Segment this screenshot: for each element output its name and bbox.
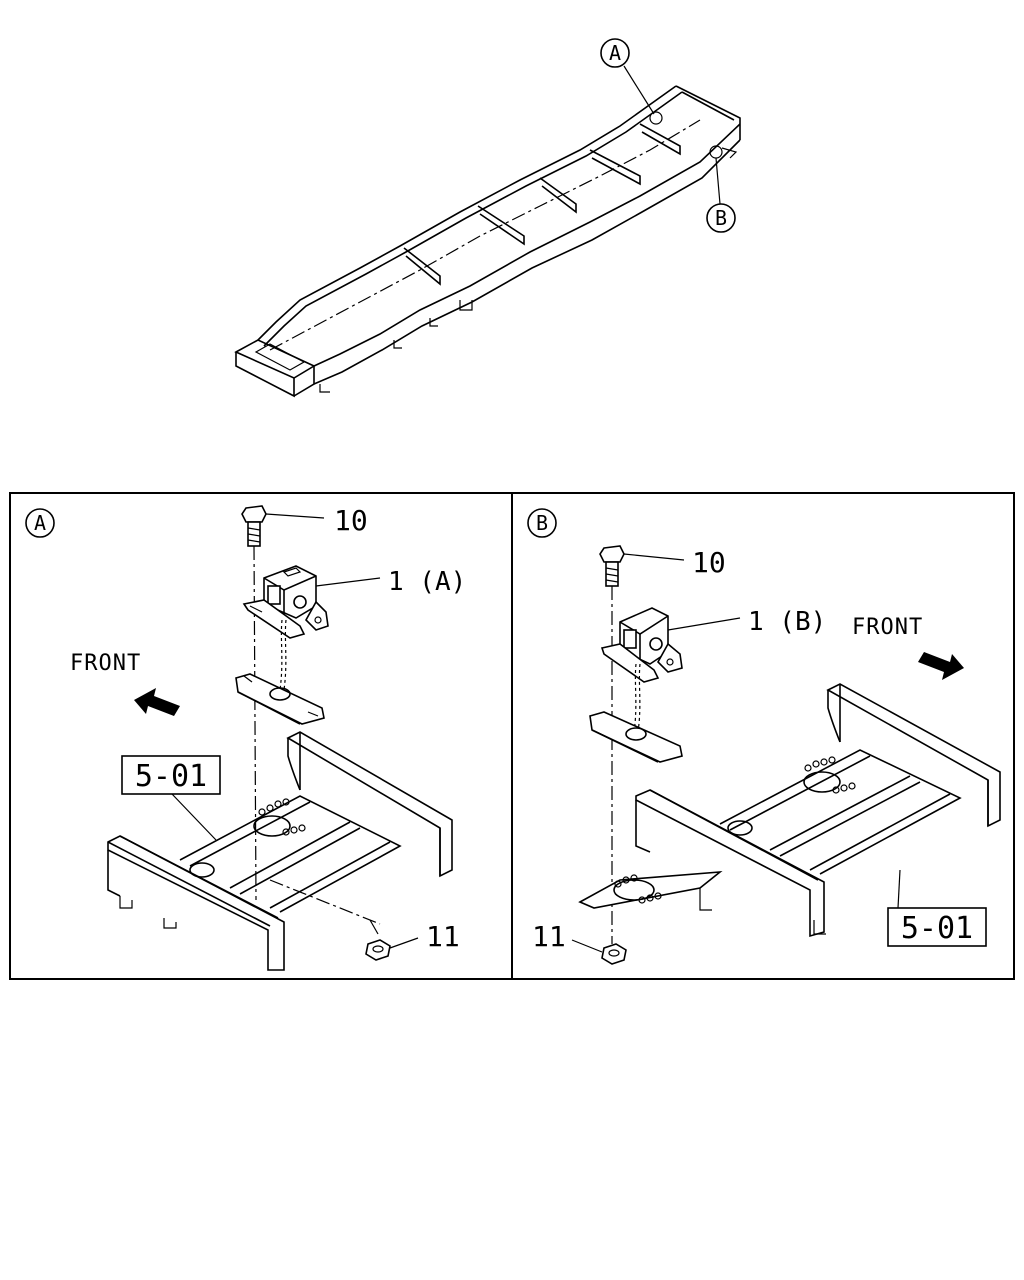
fuel-tank-bracket-b [600,607,683,683]
panel-a-marker: A [34,511,46,535]
panel-b-marker: B [536,511,548,535]
panel-a: A 10 1 (A) [25,504,466,971]
bolt-icon [599,545,625,587]
nut-icon [601,943,627,965]
panel-b-section-ref: 5-01 [901,911,973,946]
lower-bracket-b [589,711,683,763]
panel-a-nut-number: 11 [426,920,460,953]
bolt-icon [241,505,267,547]
panel-b-front-label: FRONT [852,615,923,640]
overview-marker-b: B [706,157,736,233]
nut-icon [365,939,391,961]
panel-b: B 10 1 (B) [527,508,1001,965]
panel-a-front-label: FRONT [70,651,141,676]
lower-bracket-a [235,673,325,725]
overview-marker-a-label: A [609,41,621,65]
overview-marker-a: A [600,38,655,115]
panel-a-section-ref: 5-01 [135,759,207,794]
panel-b-front-arrow-icon [918,652,964,680]
frame-rail-b [578,683,1001,938]
overview-marker-b-label: B [715,206,727,230]
panel-b-bracket-ref: 1 (B) [748,607,826,637]
panel-b-bolt-number: 10 [692,546,726,579]
panel-a-bolt-number: 10 [334,504,368,537]
chassis-frame-overview [234,85,741,398]
fuel-tank-bracket-a [242,565,329,639]
panel-a-front-arrow-icon [134,688,180,716]
panel-a-bracket-ref: 1 (A) [388,567,466,597]
frame-rail-a [107,731,453,971]
panel-b-nut-number: 11 [532,920,566,953]
